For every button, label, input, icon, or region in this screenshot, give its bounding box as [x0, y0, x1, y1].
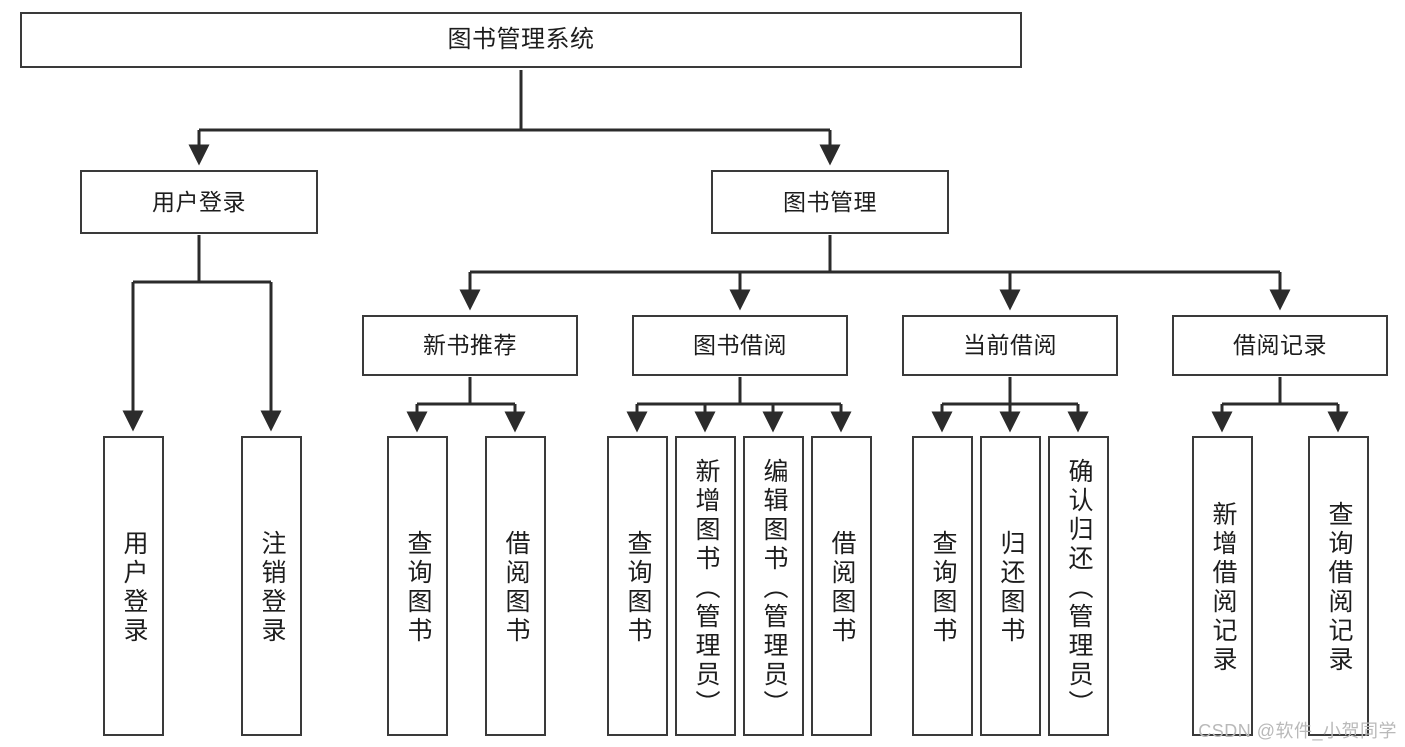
node-leaf-query-book-1-label: 查询图书 [404, 530, 432, 646]
node-book-manage[interactable]: 图书管理 [711, 170, 949, 234]
node-leaf-query-book-3[interactable]: 查询图书 [912, 436, 973, 736]
node-leaf-query-book-2-label: 查询图书 [624, 530, 652, 646]
node-leaf-borrow-book-2[interactable]: 借阅图书 [811, 436, 872, 736]
node-leaf-user-login-label: 用户登录 [120, 530, 148, 646]
node-leaf-query-record[interactable]: 查询借阅记录 [1308, 436, 1369, 736]
node-user-login-label: 用户登录 [152, 188, 246, 215]
node-leaf-query-book-2[interactable]: 查询图书 [607, 436, 668, 736]
node-leaf-user-login[interactable]: 用户登录 [103, 436, 164, 736]
node-root[interactable]: 图书管理系统 [20, 12, 1022, 68]
node-book-borrow[interactable]: 图书借阅 [632, 315, 848, 376]
node-leaf-add-book[interactable]: 新增图书（管理员） [675, 436, 736, 736]
node-leaf-logout-login[interactable]: 注销登录 [241, 436, 302, 736]
node-leaf-query-record-label: 查询借阅记录 [1325, 501, 1353, 675]
node-user-login[interactable]: 用户登录 [80, 170, 318, 234]
node-leaf-add-book-label: 新增图书（管理员） [692, 457, 720, 719]
node-leaf-edit-book-label: 编辑图书（管理员） [760, 457, 788, 719]
node-leaf-logout-login-label: 注销登录 [258, 530, 286, 646]
node-leaf-query-book-3-label: 查询图书 [929, 530, 957, 646]
node-leaf-add-record-label: 新增借阅记录 [1209, 501, 1237, 675]
node-leaf-borrow-book-2-label: 借阅图书 [828, 530, 856, 646]
node-leaf-query-book-1[interactable]: 查询图书 [387, 436, 448, 736]
node-leaf-confirm-return[interactable]: 确认归还（管理员） [1048, 436, 1109, 736]
node-current-borrow-label: 当前借阅 [963, 332, 1057, 359]
node-book-borrow-label: 图书借阅 [693, 332, 787, 359]
node-new-book-recommend[interactable]: 新书推荐 [362, 315, 578, 376]
node-leaf-return-book-label: 归还图书 [997, 530, 1025, 646]
node-book-manage-label: 图书管理 [783, 188, 877, 215]
node-leaf-borrow-book-1-label: 借阅图书 [502, 530, 530, 646]
node-leaf-borrow-book-1[interactable]: 借阅图书 [485, 436, 546, 736]
node-current-borrow[interactable]: 当前借阅 [902, 315, 1118, 376]
node-root-label: 图书管理系统 [447, 26, 595, 54]
node-new-book-recommend-label: 新书推荐 [423, 332, 517, 359]
node-leaf-edit-book[interactable]: 编辑图书（管理员） [743, 436, 804, 736]
node-leaf-return-book[interactable]: 归还图书 [980, 436, 1041, 736]
csdn-watermark: CSDN @软件_小贺同学 [1198, 721, 1397, 741]
node-leaf-confirm-return-label: 确认归还（管理员） [1065, 457, 1093, 719]
node-borrow-record-label: 借阅记录 [1233, 332, 1327, 359]
node-leaf-add-record[interactable]: 新增借阅记录 [1192, 436, 1253, 736]
node-borrow-record[interactable]: 借阅记录 [1172, 315, 1388, 376]
